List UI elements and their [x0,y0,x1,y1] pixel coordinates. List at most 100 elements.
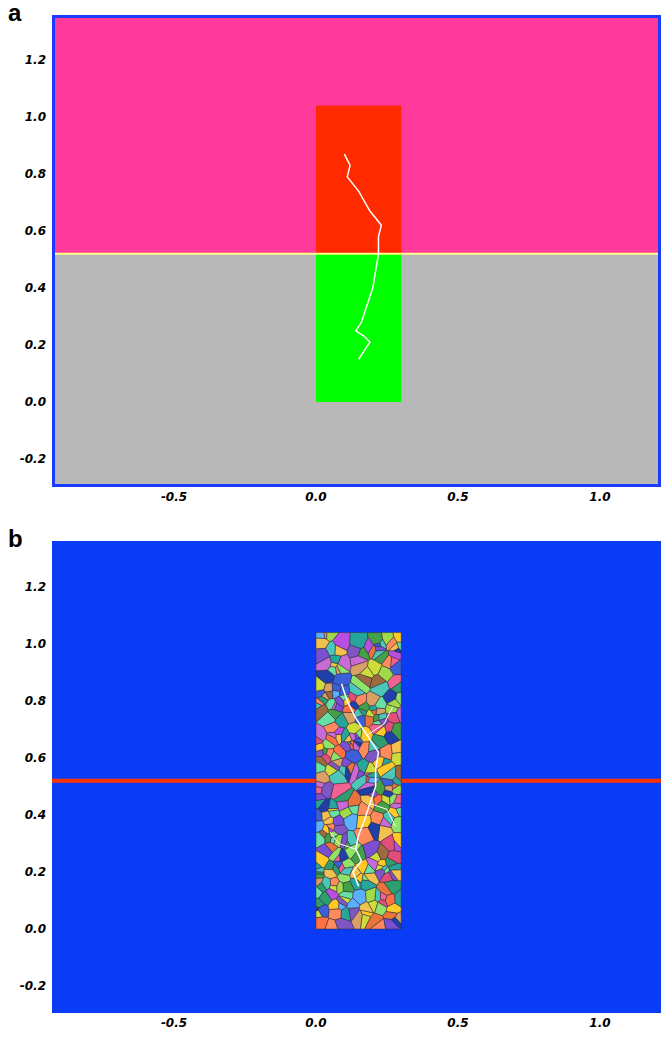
x-tick-label: 1.0 [589,490,610,504]
grain [316,794,327,801]
grain [318,696,329,704]
y-tick-label: 1.2 [25,53,46,67]
grain [380,892,387,900]
grain [378,859,387,866]
grain [377,762,396,778]
grain [316,907,319,911]
grain [339,742,351,752]
grain [345,766,351,782]
grain [327,633,339,642]
grain [368,822,380,840]
crack-path [344,154,381,359]
grain [316,781,325,788]
grain [396,765,402,781]
panel-letter: a [8,0,21,26]
grain [336,801,348,811]
crack-branch [330,832,356,849]
grain [370,682,389,697]
grain [359,902,373,913]
x-tick-label: 0.5 [447,1016,468,1030]
crack-branch [370,804,396,827]
upper-specimen [316,106,401,254]
grain [385,785,393,791]
grain [379,713,387,721]
grain [316,648,330,664]
grain [316,704,328,722]
grain [391,870,402,881]
grain [380,834,394,851]
grain [356,786,374,795]
grain [331,751,342,761]
grain [333,815,344,826]
grain [324,683,333,692]
y-tick-label: 0.4 [25,808,46,822]
grain [316,882,326,892]
x-tick-label: -0.5 [161,1016,187,1030]
grain [391,682,401,693]
grain [382,655,392,669]
grain [326,734,339,746]
grain [334,696,344,708]
grain [328,667,337,676]
grain [328,899,339,910]
grain [372,650,386,660]
grain [323,817,334,825]
grain [316,638,329,649]
upper-region [52,15,661,254]
grain [366,858,378,871]
grain [316,862,322,869]
grain [394,840,401,851]
plot-border [54,17,660,486]
crack-path [342,684,379,886]
y-tick-label: 0.4 [25,281,46,295]
y-tick-label: 1.0 [25,110,46,124]
grain [348,805,359,815]
y-tick-label: 0.2 [25,338,46,352]
y-tick-label: 1.0 [25,637,46,651]
y-tick-label: 0.2 [25,865,46,879]
y-tick-label: -0.2 [20,979,46,993]
grain [354,741,362,748]
y-tick-label: 0.8 [25,694,46,708]
grain [356,770,364,780]
grain [365,709,374,717]
grain [394,648,401,653]
grain [316,633,325,639]
y-tick-label: 1.2 [25,580,46,594]
grain [367,633,382,645]
grain [329,798,339,808]
grain [344,814,358,831]
y-tick-label: 0.6 [25,224,46,238]
grain [361,880,377,891]
grain [316,737,323,745]
grain [316,844,332,858]
x-tick-label: 0.5 [447,490,468,504]
lower-region [52,254,661,487]
panel-letter: b [8,526,23,552]
grain [387,851,401,864]
grain [337,664,350,674]
x-tick-label: 1.0 [589,1016,610,1030]
grain [384,732,400,745]
y-tick-label: 0.8 [25,167,46,181]
grain [395,889,401,907]
grain [343,881,355,892]
interface-line [52,253,661,255]
grain [382,633,394,646]
grain [328,909,341,920]
background-region [52,541,661,1013]
grain [325,918,338,929]
crack-branch [367,707,393,736]
y-tick-label: 0.0 [25,395,46,409]
grain [358,647,370,660]
grain [390,794,397,805]
grain [391,917,401,929]
grain [333,854,340,861]
grain [354,709,362,718]
grain [370,918,386,929]
y-tick-label: 0.6 [25,751,46,765]
grain [345,750,362,764]
grain [316,761,326,773]
